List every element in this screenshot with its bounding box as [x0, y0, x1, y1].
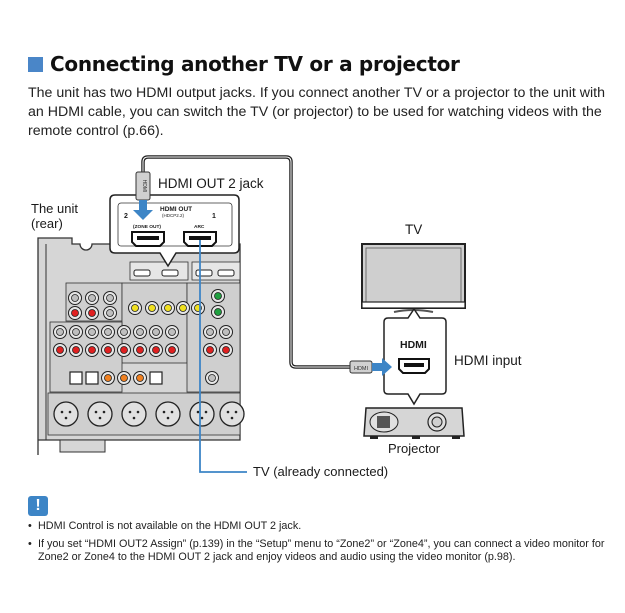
- rca-jack: [85, 306, 99, 320]
- rca-jack: [117, 371, 131, 385]
- rca-jacks: [53, 289, 233, 385]
- unit-label-line2: (rear): [31, 216, 63, 231]
- rca-jack: [133, 371, 147, 385]
- notes-list: HDMI Control is not available on the HDM…: [28, 520, 608, 565]
- hdmi-input-label: HDMI input: [454, 353, 522, 368]
- rca-jack: [85, 343, 99, 357]
- rca-jack: [219, 343, 233, 357]
- intro-paragraph: The unit has two HDMI output jacks. If y…: [28, 85, 605, 139]
- xlr-jack: [53, 401, 79, 427]
- rca-jack: [161, 301, 175, 315]
- note-item: If you set “HDMI OUT2 Assign” (p.139) in…: [28, 538, 608, 565]
- rca-jack: [101, 325, 115, 339]
- jack2-number: 2: [124, 213, 128, 220]
- rca-jack: [165, 343, 179, 357]
- optical-jack: [149, 371, 163, 385]
- note-item: HDMI Control is not available on the HDM…: [28, 520, 608, 534]
- xlr-jack: [121, 401, 147, 427]
- tv-label: TV: [405, 222, 423, 237]
- projector-label: Projector: [388, 441, 441, 456]
- insert-arrow-down-icon: [133, 200, 153, 220]
- rca-jack: [85, 325, 99, 339]
- rca-jack: [101, 343, 115, 357]
- xlr-jack: [219, 401, 245, 427]
- rca-jack: [53, 343, 67, 357]
- hdmi-plug-side: HDMI: [349, 360, 373, 374]
- tv-connection-line: [199, 240, 247, 473]
- hdmi-out-panel-subtitle: (HDCP2.2): [162, 213, 185, 218]
- projector-illustration: [363, 407, 465, 439]
- jack1-number: 1: [212, 213, 216, 220]
- rca-jack: [149, 325, 163, 339]
- rca-jack: [211, 305, 225, 319]
- rca-jack: [117, 343, 131, 357]
- section-heading: Connecting another TV or a projector: [28, 52, 460, 76]
- svg-text:HDMI: HDMI: [141, 180, 147, 193]
- rca-jack: [85, 291, 99, 305]
- hdmi-input-callout: [383, 307, 447, 406]
- rca-jack: [128, 301, 142, 315]
- rca-jack: [191, 301, 205, 315]
- unit-label-line1: The unit: [31, 201, 78, 216]
- exclamation-icon: !: [28, 496, 48, 516]
- rca-jack: [53, 325, 67, 339]
- rca-jack: [145, 301, 159, 315]
- rca-jack: [176, 301, 190, 315]
- rca-jack: [149, 343, 163, 357]
- rca-jack: [68, 291, 82, 305]
- section-title: Connecting another TV or a projector: [50, 52, 460, 76]
- optical-jack: [69, 371, 83, 385]
- heading-square-icon: [28, 56, 43, 72]
- rca-jack: [205, 371, 219, 385]
- rca-jack: [101, 371, 115, 385]
- jack2-caption: (ZONE OUT): [133, 225, 161, 230]
- rca-jack: [165, 325, 179, 339]
- hdmi-out2-jack-label: HDMI OUT 2 jack: [158, 176, 264, 191]
- hdmi-out-panel-title: HDMI OUT: [160, 206, 193, 213]
- svg-text:HDMI: HDMI: [354, 366, 369, 372]
- rca-jack: [211, 289, 225, 303]
- rca-jack: [103, 306, 117, 320]
- insert-arrow-right-icon: [372, 358, 392, 376]
- rca-jack: [133, 343, 147, 357]
- optical-jack: [85, 371, 99, 385]
- rca-jack: [69, 325, 83, 339]
- rca-jack: [219, 325, 233, 339]
- tv-already-connected-label: TV (already connected): [253, 464, 389, 479]
- rca-jack: [203, 343, 217, 357]
- rca-jack: [68, 306, 82, 320]
- xlr-jack: [189, 401, 215, 427]
- hdmi-plug-top: HDMI: [135, 171, 151, 201]
- rca-jack: [133, 325, 147, 339]
- rca-jack: [117, 325, 131, 339]
- jack1-caption: ARC: [194, 225, 205, 230]
- tv-illustration: [361, 243, 466, 313]
- xlr-jack: [87, 401, 113, 427]
- notes-section: ! HDMI Control is not available on the H…: [28, 496, 608, 569]
- rca-jack: [69, 343, 83, 357]
- hdmi-input-panel-title: HDMI: [400, 339, 427, 351]
- rca-jack: [103, 291, 117, 305]
- unit-label: The unit (rear): [31, 201, 78, 231]
- xlr-jack: [155, 401, 181, 427]
- xlr-jacks: [53, 401, 245, 427]
- rca-jack: [203, 325, 217, 339]
